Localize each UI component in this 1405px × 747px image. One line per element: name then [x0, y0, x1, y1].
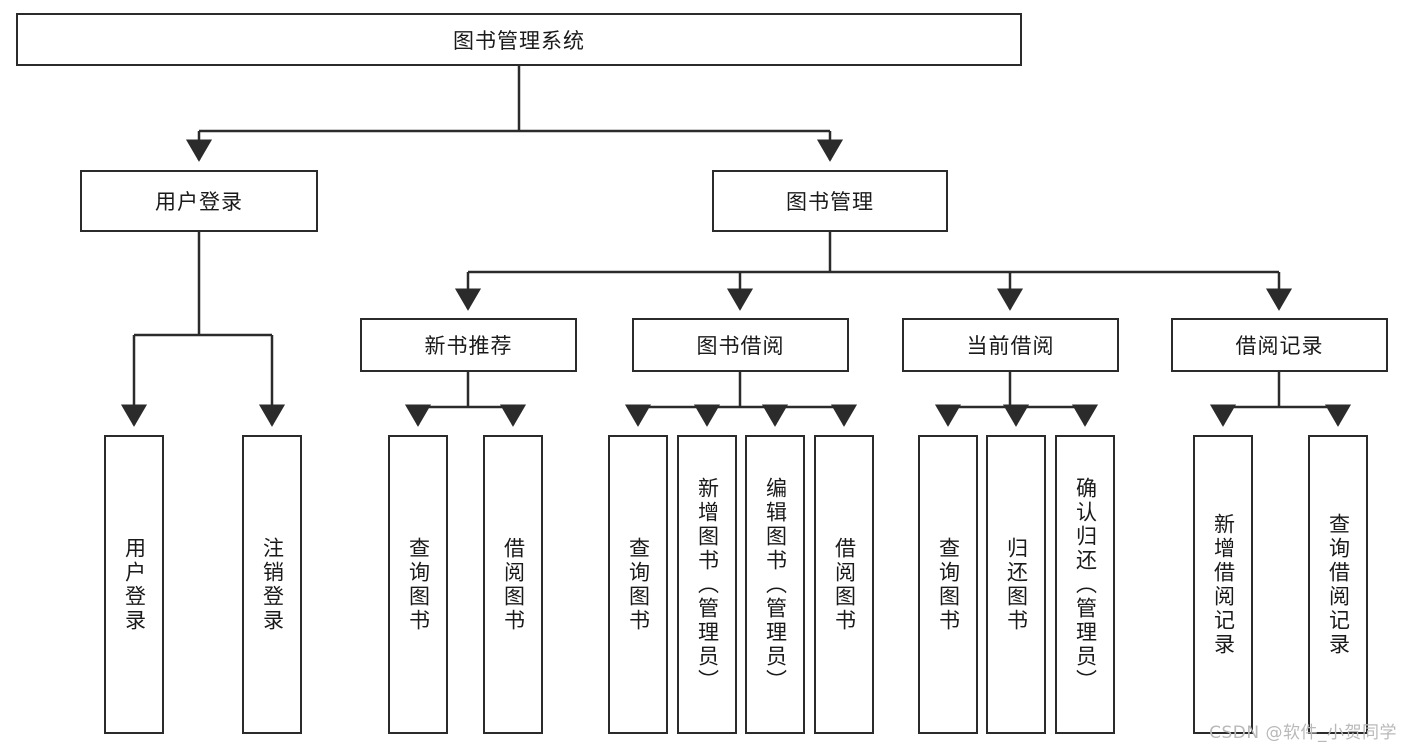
- node-label: 查询图书: [936, 536, 961, 633]
- node-leaf-query-record[interactable]: 查询借阅记录: [1308, 435, 1368, 734]
- node-current-borrow[interactable]: 当前借阅: [902, 318, 1119, 372]
- node-borrow-record[interactable]: 借阅记录: [1171, 318, 1388, 372]
- node-label: 图书借阅: [696, 334, 785, 358]
- node-leaf-edit-book[interactable]: 编辑图书（管理员）: [745, 435, 805, 734]
- node-label: 新增借阅记录: [1211, 512, 1236, 657]
- node-label: 新增图书（管理员）: [695, 476, 720, 693]
- node-label: 借阅图书: [832, 536, 857, 633]
- node-leaf-logout-login[interactable]: 注销登录: [242, 435, 302, 734]
- node-leaf-add-book[interactable]: 新增图书（管理员）: [677, 435, 737, 734]
- node-leaf-confirm-return[interactable]: 确认归还（管理员）: [1055, 435, 1115, 734]
- node-label: 图书管理系统: [453, 28, 585, 53]
- node-label: 用户登录: [155, 190, 243, 214]
- node-label: 确认归还（管理员）: [1073, 476, 1098, 693]
- node-book-manage[interactable]: 图书管理: [712, 170, 948, 232]
- node-label: 查询图书: [406, 536, 431, 633]
- node-label: 查询图书: [626, 536, 651, 633]
- node-book-borrow[interactable]: 图书借阅: [632, 318, 849, 372]
- node-book-management-system[interactable]: 图书管理系统: [16, 13, 1022, 66]
- node-label: 用户登录: [122, 536, 147, 633]
- node-leaf-query-book-1[interactable]: 查询图书: [388, 435, 448, 734]
- node-leaf-user-login[interactable]: 用户登录: [104, 435, 164, 734]
- node-leaf-borrow-book-2[interactable]: 借阅图书: [814, 435, 874, 734]
- node-leaf-query-book-2[interactable]: 查询图书: [608, 435, 668, 734]
- node-label: 借阅图书: [501, 536, 526, 633]
- node-label: 新书推荐: [424, 334, 513, 358]
- node-label: 当前借阅: [966, 334, 1055, 358]
- node-label: 查询借阅记录: [1326, 512, 1351, 657]
- node-label: 注销登录: [260, 536, 285, 633]
- node-leaf-return-book[interactable]: 归还图书: [986, 435, 1046, 734]
- node-user-login[interactable]: 用户登录: [80, 170, 318, 232]
- node-leaf-add-record[interactable]: 新增借阅记录: [1193, 435, 1253, 734]
- node-leaf-query-book-3[interactable]: 查询图书: [918, 435, 978, 734]
- node-label: 借阅记录: [1235, 334, 1324, 358]
- node-label: 归还图书: [1004, 536, 1029, 633]
- node-label: 编辑图书（管理员）: [763, 476, 788, 693]
- node-new-book-recommend[interactable]: 新书推荐: [360, 318, 577, 372]
- node-leaf-borrow-book-1[interactable]: 借阅图书: [483, 435, 543, 734]
- node-label: 图书管理: [786, 190, 874, 214]
